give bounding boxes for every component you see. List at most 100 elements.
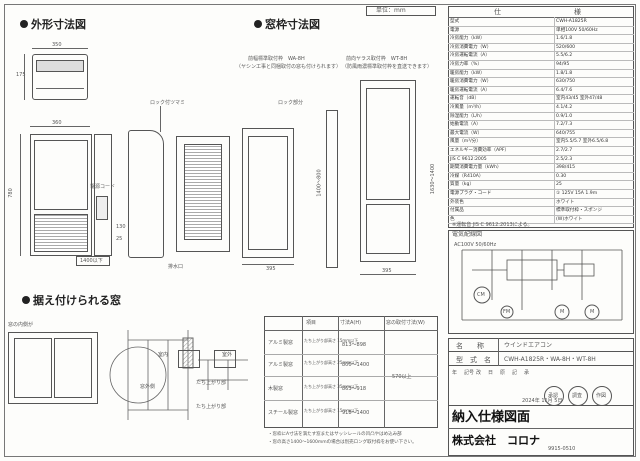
front-intake-grille xyxy=(34,214,88,252)
spec-row: 付属品 標準取付枠・スポンジ xyxy=(448,207,634,216)
spec-row: 電源単相100V 50/60Hz xyxy=(448,27,634,36)
spec-title-b: 様 xyxy=(574,8,581,16)
dim-25: 25 xyxy=(116,236,123,242)
dim-395-b: 395 xyxy=(382,268,392,274)
win-table-row xyxy=(264,354,438,355)
spec-label: 始動電流（A） xyxy=(450,122,481,128)
win-table-col2 xyxy=(338,316,339,428)
spec-value: 4.1/4.2 xyxy=(556,105,573,110)
win-table-a2: 800～1400 xyxy=(342,362,370,368)
spec-value: 1.6/1.8 xyxy=(556,36,573,42)
rev-cell: 改 xyxy=(476,370,482,376)
spec-label: 期間消費電力量（kWh） xyxy=(450,165,502,171)
spec-row: 外装色ホワイト xyxy=(448,199,634,208)
dim-line xyxy=(24,54,25,100)
fm-motor-icon xyxy=(500,305,514,319)
spec-value: 2.7/2.7 xyxy=(556,148,573,153)
frame-a-outline xyxy=(176,136,230,252)
title-block xyxy=(448,338,634,456)
spec-row: 風量（m³/分）室内5.5/5.7 室外6.5/6.8 xyxy=(448,138,634,147)
leader-line xyxy=(160,106,161,132)
frame-a-drawing xyxy=(242,128,294,258)
window-elevation xyxy=(8,332,98,404)
rev-cell: 原 xyxy=(500,370,506,376)
sheet-border xyxy=(4,4,636,457)
unit-front-view xyxy=(30,134,92,256)
dim-130: 130 xyxy=(116,224,126,230)
win-table-c2: たち上がり部高さ 25mm以下 xyxy=(304,360,359,365)
spec-row: 質量（kg）25 xyxy=(448,181,634,190)
section-detail xyxy=(109,330,248,420)
spec-row: 冷房能力（kW）1.6/1.8 xyxy=(448,35,634,44)
bullet-icon xyxy=(22,296,30,304)
spec-label: 冷媒（R410A） xyxy=(450,173,484,179)
spec-label: 暖房消費電力（W） xyxy=(450,79,492,85)
circuit-plug: AC100V 50/60Hz xyxy=(454,242,497,248)
spec-value: 標準取付枠・スポンジ xyxy=(556,208,602,214)
spec-label: 運転音（dB） xyxy=(450,96,480,102)
spec-label: 付属品 xyxy=(450,208,464,214)
circuit-m1: M xyxy=(560,309,565,315)
label-window-note: 窓の内側が xyxy=(8,322,34,328)
m1-motor-icon xyxy=(554,304,570,320)
win-table-r2: アルミ製窓 xyxy=(268,362,293,368)
spec-value: ① 125V 15A 1.9m xyxy=(556,191,598,196)
stamp-draw-icon xyxy=(592,386,612,406)
dim-350: 350 xyxy=(52,42,62,48)
win-table-header-line xyxy=(264,330,438,331)
bullet-icon xyxy=(254,20,262,28)
spec-value: 0.9/1.0 xyxy=(556,113,573,119)
win-table-h3: 寸法A(H) xyxy=(340,320,362,326)
win-table-r4: スチール製窓 xyxy=(268,410,299,416)
dim-line xyxy=(360,274,416,275)
dim-1630: 1630～1400 xyxy=(430,163,437,195)
stamp-approve-icon xyxy=(544,386,564,406)
spec-label: 型式 xyxy=(450,19,460,24)
win-table-h4: 窓の取付寸法(W) xyxy=(386,320,425,326)
spec-value: CWH-A1825R xyxy=(556,19,587,24)
window-sash-left xyxy=(14,338,52,398)
win-table-a1: 813～898 xyxy=(342,342,367,348)
company-name: 株式会社 コロナ xyxy=(452,434,540,447)
spec-row: エネルギー消費効率（APF） 2.7/2.7 xyxy=(448,147,634,156)
spec-label: 暖房運転電流（A） xyxy=(450,87,490,93)
spec-label: エネルギー消費効率（APF） xyxy=(450,148,510,153)
dim-780: 780 xyxy=(7,188,14,198)
spec-value: 520/600 xyxy=(556,44,576,50)
win-table-row xyxy=(264,400,438,401)
frame-b-lower xyxy=(366,204,410,254)
label-frame-b: 前向ヤラス取付枠 WT-8H xyxy=(346,56,408,62)
spec-label: 暖房能力（kW） xyxy=(450,70,485,76)
circuit-m2: M xyxy=(590,309,595,315)
unit-top-view xyxy=(32,54,88,100)
spec-label: 冷房力率（%） xyxy=(450,62,482,67)
dim-line xyxy=(242,264,294,265)
win-table-a3: 863～918 xyxy=(342,386,367,392)
spec-title-a: 仕 xyxy=(494,8,501,16)
unit-label: 単位：mm xyxy=(376,7,406,14)
top-view-seam xyxy=(36,88,84,89)
window-table xyxy=(264,316,438,428)
spec-value: 2.5/2.3 xyxy=(556,156,573,162)
spec-row: 冷風量（m³/h）4.1/4.2 xyxy=(448,104,634,113)
label-win-outer: 窓外側 xyxy=(140,384,156,390)
spec-row: 冷房消費電力（W）520/600 xyxy=(448,44,634,53)
side-control xyxy=(96,196,108,220)
label-frame-a: 前幅標準取付枠 WA-8H xyxy=(248,56,305,62)
win-table-col3 xyxy=(384,316,385,428)
dim-line xyxy=(20,134,21,256)
tb-model-label: 型 式 名 xyxy=(456,356,491,364)
tb-name-value: ウインドエアコン xyxy=(504,342,553,349)
spec-value: 6.4/7.6 xyxy=(556,87,573,93)
win-table-c3: たち上がり部高さ 35mm以下 xyxy=(304,384,359,389)
spec-header-line xyxy=(448,17,634,18)
spec-value: 5.5/6.2 xyxy=(556,53,573,59)
dim-360: 360 xyxy=(52,120,62,126)
doc-title: 納入仕様図面 xyxy=(452,410,531,425)
spec-row: 期間消費電力量（kWh）398/415 xyxy=(448,164,634,173)
spec-row: 暖房能力（kW）1.8/1.8 xyxy=(448,70,634,79)
circuit-box xyxy=(448,230,634,334)
note-2: ・窓の高さ1400～1600mmの場合は別売ロング取付枠をお使い下さい。 xyxy=(268,440,417,445)
label-terminal: 電源コード xyxy=(90,184,116,190)
